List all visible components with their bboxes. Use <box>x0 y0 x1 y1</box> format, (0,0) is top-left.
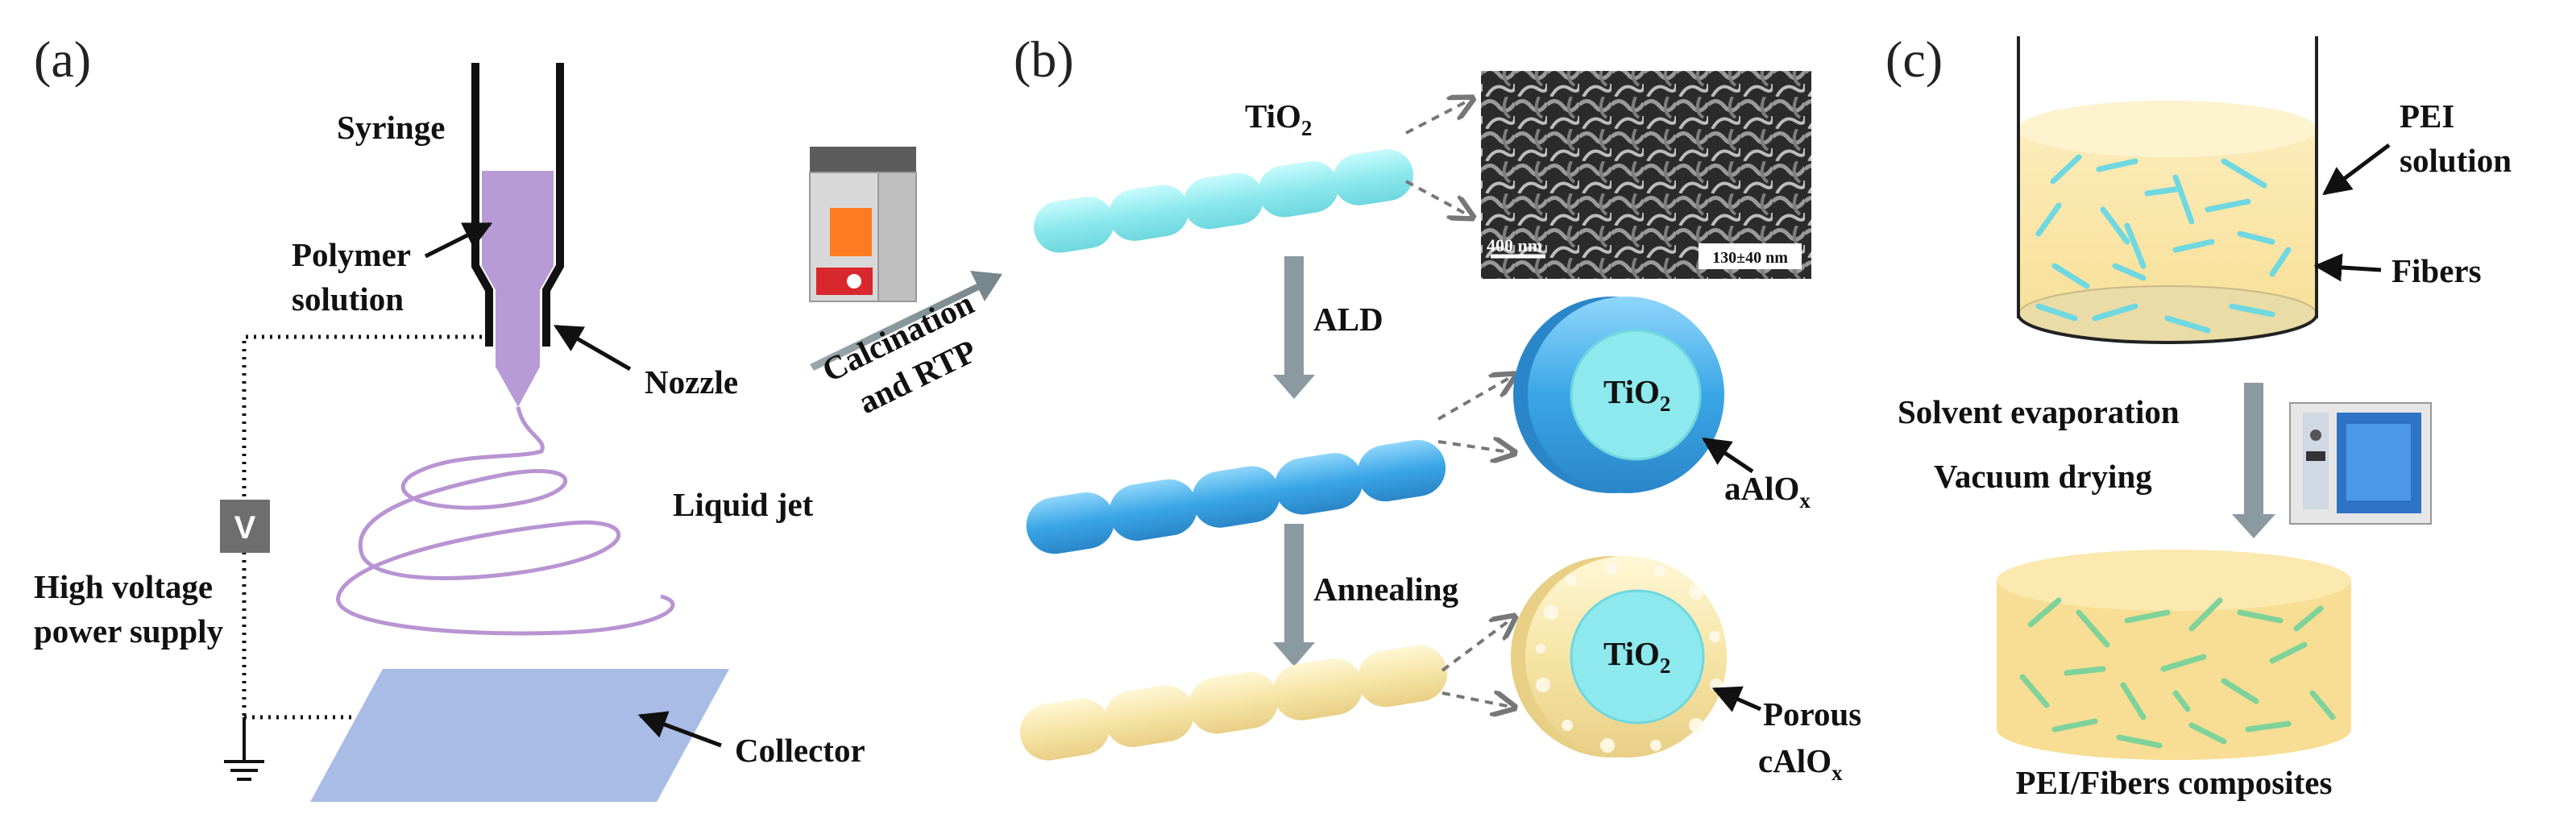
tio2-fiber-label: TiO2 <box>1245 98 1312 140</box>
fiber-segment <box>1192 466 1280 528</box>
porous-cross-section <box>1511 556 1727 758</box>
fiber-segment <box>1357 439 1446 502</box>
panel-b-label: (b) <box>1014 31 1074 88</box>
sem-image: 400 nm 130±40 nm <box>1481 71 1811 279</box>
composite-cylinder <box>1997 550 2351 760</box>
syringe-wall-left <box>471 63 493 347</box>
tio2-fiber <box>1034 149 1413 253</box>
fiber-segment <box>1258 160 1339 218</box>
fiber-segment <box>1274 453 1363 515</box>
ald-arrow <box>1273 256 1315 399</box>
sem-diameter: 130±40 nm <box>1712 249 1788 267</box>
tio2-sub: 2 <box>1301 116 1313 140</box>
polymer-solution <box>482 171 554 407</box>
annealed-fiber <box>1019 645 1448 761</box>
solvent-evaporation-label: Solvent evaporation <box>1898 393 2180 430</box>
voltage-symbol: V <box>234 510 256 546</box>
ground-icon <box>224 717 264 781</box>
core-sub: 2 <box>1660 392 1671 416</box>
porous-label-line2: cAlOx <box>1758 742 1843 785</box>
calcination-label: Calcination and RTP <box>816 284 982 421</box>
fiber-segment <box>1188 671 1279 734</box>
composite-label: PEI/Fibers composites <box>2016 764 2333 801</box>
sem-pointer-bottom <box>1405 180 1473 218</box>
furnace-icon <box>809 147 917 302</box>
panel-c: (c) PEI solution Fibers Solvent <box>1885 31 2512 801</box>
porous-pointer <box>1711 686 1762 712</box>
fiber-segment <box>1272 658 1363 720</box>
collector-label: Collector <box>735 732 865 769</box>
aalox-pointer <box>1702 437 1754 474</box>
aalox-sub: x <box>1799 488 1811 513</box>
porous-pointer-bottom <box>1441 693 1515 708</box>
collector-plate <box>310 669 729 802</box>
vacuum-oven-icon <box>2289 402 2432 525</box>
cross-section-pointer-top <box>1437 375 1515 421</box>
fiber-segment <box>1104 685 1194 747</box>
nozzle-pointer <box>553 324 632 372</box>
fiber-segment <box>1108 185 1189 241</box>
aalox-label: aAlOx <box>1724 470 1811 513</box>
ald-cross-section <box>1513 297 1724 493</box>
syringe-label: Syringe <box>337 109 445 146</box>
sem-pointer-top <box>1405 98 1473 135</box>
beaker <box>2017 36 2318 344</box>
core-label-2: TiO2 <box>1603 635 1670 678</box>
calox-sub: x <box>1831 761 1843 785</box>
panel-a: (a) Syringe Polymer solution Nozzle Liqu… <box>34 31 865 802</box>
fiber-segment <box>1034 196 1114 253</box>
liquid-jet <box>336 406 675 636</box>
calox-main: cAlO <box>1758 742 1831 779</box>
collector-pointer <box>637 711 722 748</box>
hv-label-line2: power supply <box>34 612 224 650</box>
porous-pointer-top <box>1441 616 1515 672</box>
ald-label: ALD <box>1313 301 1383 338</box>
ald-coated-fiber <box>1026 439 1446 554</box>
pei-pointer <box>2322 143 2391 196</box>
core-main-2: TiO <box>1603 635 1660 672</box>
panel-b: (b) TiO2 400 nm 130±40 nm <box>1014 31 1861 785</box>
sem-scale-bar: 400 nm <box>1487 235 1542 255</box>
fiber-segment <box>1357 645 1448 708</box>
fibers-pointer <box>2313 253 2382 282</box>
polymer-label-line1: Polymer <box>292 236 411 273</box>
syringe-wall-right <box>542 63 564 347</box>
liquid-jet-label: Liquid jet <box>673 486 814 523</box>
annealing-arrow <box>1273 524 1315 666</box>
aalox-main: aAlO <box>1724 470 1799 507</box>
hv-label-line1: High voltage <box>34 568 213 605</box>
fiber-segment <box>1183 172 1264 230</box>
nozzle-label: Nozzle <box>645 363 738 401</box>
fibers-label: Fibers <box>2391 252 2482 289</box>
tio2-main: TiO <box>1245 98 1301 135</box>
dispersed-fibers <box>2035 154 2292 334</box>
fiber-segment <box>1333 149 1413 206</box>
fiber-segment <box>1026 492 1115 554</box>
fiber-segment <box>1109 479 1197 541</box>
voltage-source <box>220 500 270 553</box>
vacuum-drying-label: Vacuum drying <box>1934 458 2152 495</box>
polymer-label-line2: solution <box>292 280 404 318</box>
core-label-1: TiO2 <box>1603 373 1670 416</box>
cross-section-pointer-bottom <box>1437 442 1515 453</box>
porous-label-line1: Porous <box>1763 695 1861 733</box>
pei-solution-line2: solution <box>2400 142 2512 179</box>
pei-solution-line1: PEI <box>2400 98 2454 135</box>
polymer-pointer <box>424 222 493 259</box>
process-arrow <box>2232 383 2275 538</box>
core-sub-2: 2 <box>1660 654 1671 678</box>
annealing-label: Annealing <box>1313 571 1458 608</box>
panel-c-label: (c) <box>1885 31 1943 88</box>
panel-a-label: (a) <box>34 31 91 88</box>
fiber-segment <box>1019 698 1110 761</box>
calcination-arrow <box>810 271 1002 371</box>
hv-wire-top <box>242 334 482 504</box>
embedded-fibers <box>2019 597 2336 749</box>
core-main: TiO <box>1603 373 1660 410</box>
